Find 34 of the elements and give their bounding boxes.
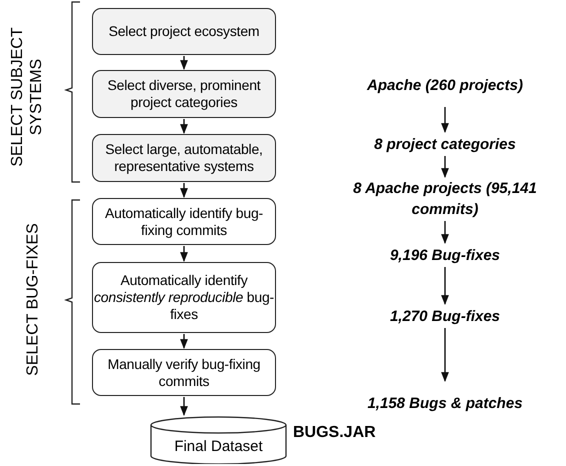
process-box (92, 134, 276, 182)
group-label: SELECT SUBJECT SYSTEMS (8, 26, 46, 169)
arrow (180, 397, 188, 416)
node-text: 1,158 Bugs & patches (367, 394, 523, 414)
arrow (180, 246, 188, 262)
arrow (441, 107, 449, 133)
node-text: Final Dataset (174, 437, 263, 457)
node-text: Automatically identify consistently reproducible bug-fixes (93, 272, 275, 323)
process-box (92, 198, 276, 245)
arrow (180, 119, 188, 134)
arrow (180, 334, 188, 349)
arrow (441, 156, 449, 178)
node-text: 8 Apache projects (95,141 commits) (352, 179, 538, 220)
node-text: 9,196 Bug-fixes (390, 246, 500, 266)
node-text: 1,270 Bug-fixes (390, 306, 500, 326)
node-text: Select large, automatable, representative systems (104, 141, 264, 175)
group-label: SELECT BUG-FIXES (24, 222, 42, 378)
node-text: 8 project categories (374, 134, 516, 154)
process-box (92, 70, 276, 118)
arrow (441, 328, 449, 382)
node-text: Select diverse, prominent project categories (106, 77, 262, 111)
process-box (92, 8, 276, 55)
arrow (441, 221, 449, 244)
database-cylinder (150, 416, 287, 464)
node-text: Apache (260 projects) (367, 76, 523, 96)
node-text: Manually verify bug-fixing commits (106, 356, 262, 390)
process-box (92, 262, 276, 333)
node-text: Automatically identify bug-fixing commits (104, 204, 264, 238)
dataset-name: BUGS.JAR (293, 423, 376, 443)
arrow (180, 56, 188, 70)
arrow (441, 267, 449, 305)
node-text: Select project ecosystem (108, 23, 260, 40)
arrow (180, 183, 188, 198)
process-box (92, 349, 276, 396)
